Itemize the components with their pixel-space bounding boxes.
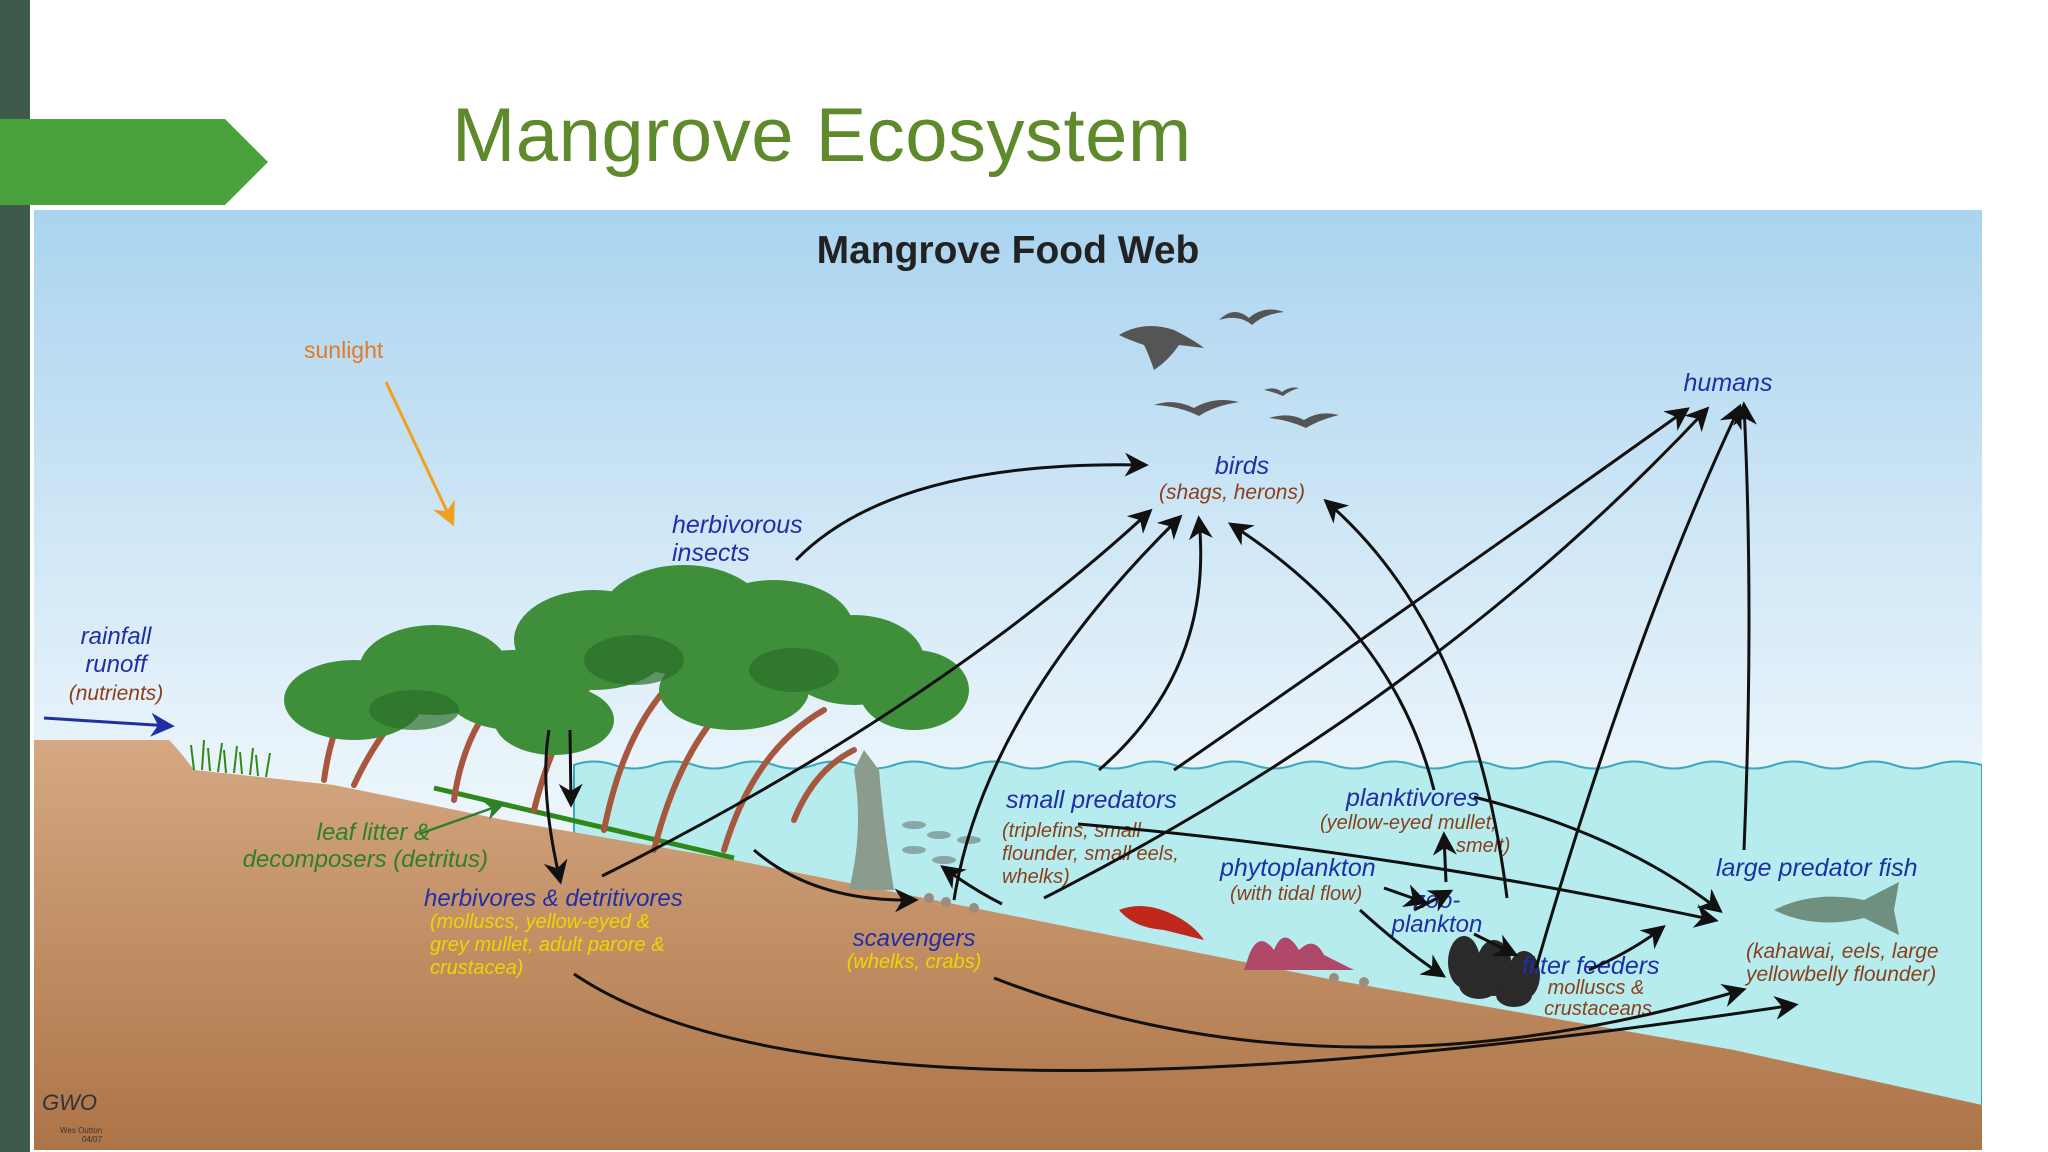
credit-date: 04/07 xyxy=(82,1135,103,1144)
large-fish xyxy=(1774,882,1899,935)
label-phyto-sub: (with tidal flow) xyxy=(1230,883,1362,905)
seagrass-strip xyxy=(433,785,735,861)
label-sunlight: sunlight xyxy=(304,337,384,363)
label-large-sub2: yellowbelly flounder) xyxy=(1744,963,1936,986)
label-herbivores: herbivores & detritivores xyxy=(424,885,683,912)
label-plankton: plankton xyxy=(1391,911,1483,938)
seedling-clump xyxy=(190,739,271,778)
label-phytoplankton: phytoplankton xyxy=(1219,854,1376,882)
label-filter-feeders: filter feeders xyxy=(1522,952,1660,980)
label-planktivores: planktivores xyxy=(1345,784,1479,812)
label-herbivores-sub3: crustacea) xyxy=(430,957,523,979)
label-insects: insects xyxy=(672,539,750,567)
label-scav-sub: (whelks, crabs) xyxy=(847,951,981,973)
pebbles xyxy=(924,893,1369,987)
ground xyxy=(34,740,1982,1150)
leaf-litter-arrow xyxy=(418,800,505,836)
crayfish xyxy=(1119,906,1204,940)
label-small-sub1: (triplefins, small xyxy=(1002,820,1141,842)
label-filter-sub2: crustaceans xyxy=(1544,998,1652,1020)
sunlight-arrow xyxy=(384,381,455,527)
small-fish-school xyxy=(902,821,981,864)
label-runoff: runoff xyxy=(85,651,149,678)
birds-silhouettes xyxy=(1119,309,1339,428)
credit-name: Wes Outton xyxy=(60,1126,102,1135)
label-herbivores-sub1: (molluscs, yellow-eyed & xyxy=(430,911,650,933)
label-decomposers: decomposers (detritus) xyxy=(243,846,488,873)
label-humans: humans xyxy=(1684,369,1773,397)
food-web-diagram: Mangrove Food Web sunlight rainfall runo… xyxy=(34,210,1982,1150)
label-small-sub3: whelks) xyxy=(1002,866,1070,888)
label-leaf-litter: leaf litter & xyxy=(317,819,430,846)
grey-trunk xyxy=(849,750,894,890)
label-filter-sub1: molluscs & xyxy=(1548,977,1645,999)
label-planktivores-sub2: smelt) xyxy=(1456,835,1510,857)
label-herbivorous: herbivorous xyxy=(672,511,803,539)
label-birds: birds xyxy=(1215,452,1269,480)
seabed-plants xyxy=(1244,937,1354,970)
diagram-title: Mangrove Food Web xyxy=(817,229,1200,272)
label-rainfall: rainfall xyxy=(81,623,152,650)
label-scavengers: scavengers xyxy=(853,925,976,952)
label-large-sub1: (kahawai, eels, large xyxy=(1746,940,1939,963)
label-birds-sub: (shags, herons) xyxy=(1159,481,1305,504)
label-large-predator: large predator fish xyxy=(1716,854,1918,882)
label-planktivores-sub1: (yellow-eyed mullet, xyxy=(1320,812,1497,834)
label-small-predators: small predators xyxy=(1006,786,1177,814)
title-arrow-shape xyxy=(0,119,268,205)
artist-signature: GWO xyxy=(42,1090,97,1115)
label-nutrients: (nutrients) xyxy=(69,682,164,705)
rainfall-arrow xyxy=(43,712,175,737)
food-web-arrows xyxy=(543,401,1799,1072)
label-herbivores-sub2: grey mullet, adult parore & xyxy=(430,934,665,956)
slide-title: Mangrove Ecosystem xyxy=(452,93,1192,178)
label-small-sub2: flounder, small eels, xyxy=(1002,843,1179,865)
